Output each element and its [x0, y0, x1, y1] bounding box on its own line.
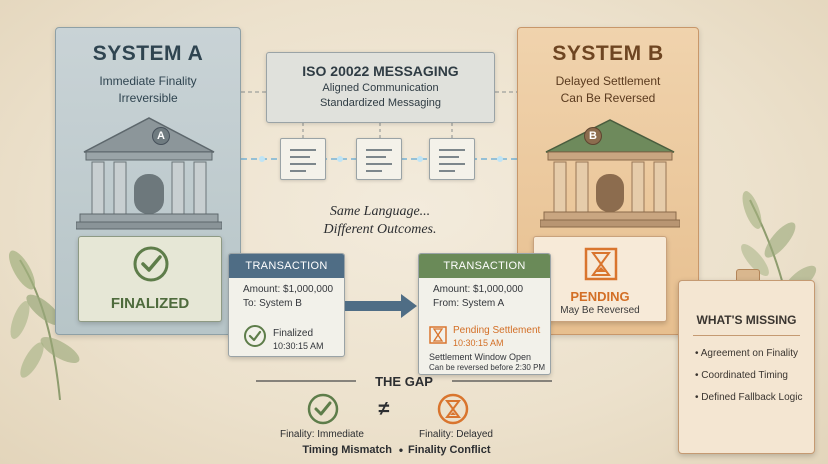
system-a-line1: Immediate Finality — [99, 74, 197, 88]
transaction-a-header: TRANSACTION — [229, 254, 344, 278]
iso-title: ISO 20022 MESSAGING — [302, 63, 459, 79]
transaction-b-note2: Can be reversed before 2:30 PM — [429, 363, 546, 372]
system-b-line1: Delayed Settlement — [555, 74, 661, 88]
finalized-status-card: FINALIZED — [78, 236, 222, 322]
whats-missing-clipboard: WHAT'S MISSING • Agreement on Finality •… — [678, 280, 815, 454]
not-equal-symbol: ≠ — [378, 398, 390, 420]
bank-badge-b-label: B — [589, 130, 597, 142]
check-circle-icon — [307, 393, 339, 425]
whats-missing-title: WHAT'S MISSING — [696, 313, 797, 327]
bank-building-a-icon — [76, 117, 222, 230]
hourglass-icon — [437, 393, 469, 425]
gap-title: THE GAP — [375, 374, 433, 389]
gap-right-label: Finality: Delayed — [419, 429, 493, 440]
transaction-b-party: From: System A — [433, 298, 505, 309]
transaction-a-time: 10:30:15 AM — [273, 341, 324, 351]
bank-badge-b: B — [584, 127, 602, 145]
system-a-title: SYSTEM A — [92, 42, 204, 65]
gap-bottom-right: Finality Conflict — [408, 444, 491, 456]
tagline: Same Language... Different Outcomes. — [280, 203, 480, 239]
gap-left-label: Finality: Immediate — [280, 429, 364, 440]
iso-messaging-box: ISO 20022 MESSAGING Aligned Communicatio… — [266, 52, 495, 123]
bank-badge-a-label: A — [157, 130, 165, 142]
hourglass-icon — [584, 247, 618, 281]
tagline-line2: Different Outcomes. — [323, 222, 437, 237]
missing-item: • Coordinated Timing — [695, 370, 788, 381]
check-circle-icon — [133, 246, 169, 282]
transaction-b-time: 10:30:15 AM — [453, 338, 504, 348]
pending-label: PENDING — [570, 289, 630, 304]
system-b-title: SYSTEM B — [552, 42, 664, 65]
system-a-line2: Irreversible — [118, 91, 178, 105]
transaction-b-header: TRANSACTION — [419, 254, 550, 278]
system-b-line2: Can Be Reversed — [560, 91, 656, 105]
finalized-label: FINALIZED — [110, 295, 190, 312]
pending-status-card: PENDING May Be Reversed — [533, 236, 667, 322]
transaction-b-note1: Settlement Window Open — [429, 352, 532, 362]
transaction-a-status: Finalized — [273, 328, 314, 339]
missing-item: • Agreement on Finality — [695, 348, 799, 359]
tagline-line1: Same Language... — [329, 204, 431, 219]
gap-divider-lines — [256, 380, 552, 382]
message-document-icon — [356, 138, 402, 180]
missing-item-label: Agreement on Finality — [700, 348, 799, 359]
iso-line2: Standardized Messaging — [319, 97, 442, 109]
check-circle-icon — [244, 325, 266, 347]
missing-item-label: Coordinated Timing — [701, 370, 788, 381]
transaction-b-status: Pending Settlement — [453, 325, 541, 336]
missing-item-label: Defined Fallback Logic — [701, 392, 803, 403]
message-document-icon — [280, 138, 326, 180]
arrow-right-icon — [345, 294, 417, 318]
iso-line1: Aligned Communication — [322, 82, 439, 94]
transaction-a-party: To: System B — [243, 298, 302, 309]
message-document-icon — [429, 138, 475, 180]
bank-badge-a: A — [152, 127, 170, 145]
bank-building-b-icon — [540, 119, 680, 228]
transaction-card-b: TRANSACTION Amount: $1,000,000 From: Sys… — [418, 253, 551, 375]
pending-sub: May Be Reversed — [560, 305, 640, 316]
gap-bottom-left: Timing Mismatch — [302, 444, 392, 456]
hourglass-icon — [429, 326, 447, 344]
gap-separator: • — [398, 443, 404, 457]
transaction-b-amount: Amount: $1,000,000 — [433, 284, 524, 295]
transaction-card-a: TRANSACTION Amount: $1,000,000 To: Syste… — [228, 253, 345, 357]
transaction-a-amount: Amount: $1,000,000 — [243, 284, 334, 295]
leaf-decoration-left-icon — [9, 250, 80, 400]
missing-item: • Defined Fallback Logic — [695, 392, 803, 403]
